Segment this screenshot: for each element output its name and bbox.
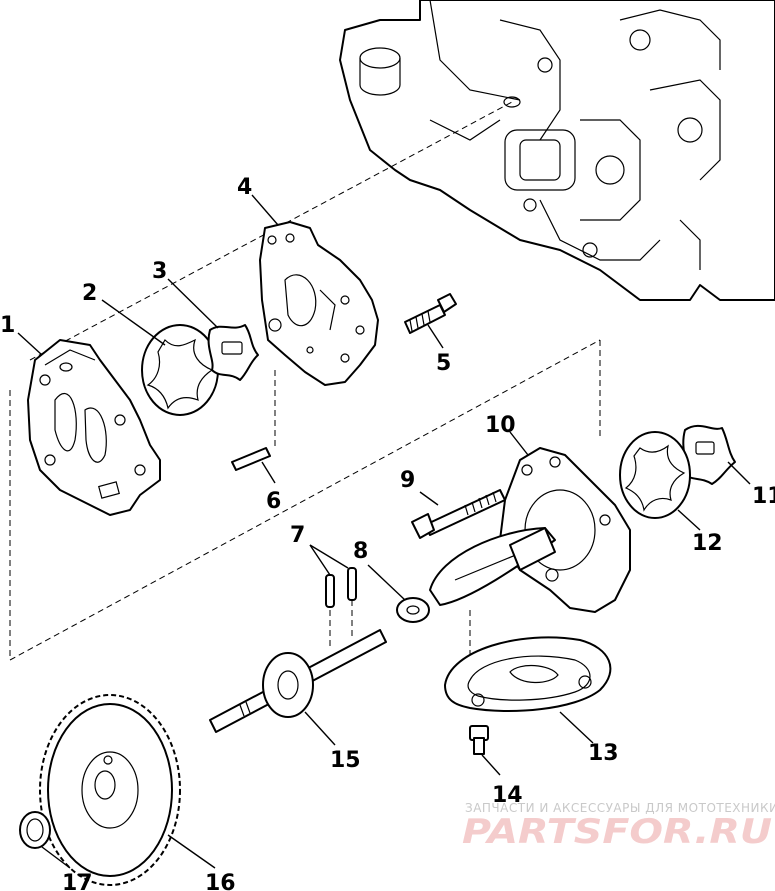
gasket-plate-part-13: [444, 636, 612, 712]
watermark-logo: PARTSFOR.RU: [462, 812, 772, 852]
callout-15: 15: [330, 748, 361, 773]
outer-rotor-part-12: [619, 431, 691, 519]
callout-7: 7: [290, 523, 305, 548]
outer-rotor-part-2: [141, 324, 219, 416]
leader-lines: [17, 194, 751, 869]
bolt-part-5: [404, 293, 457, 334]
watermark-tagline: ЗАПЧАСТИ И АКСЕССУАРЫ ДЛЯ МОТОТЕХНИКИ: [465, 801, 775, 815]
callout-17: 17: [62, 871, 93, 891]
callout-11: 11: [752, 484, 775, 509]
inner-rotor-part-3: [207, 324, 259, 381]
seal-ring-part-17: [19, 811, 51, 849]
callout-6: 6: [266, 489, 281, 514]
callout-14: 14: [492, 783, 523, 808]
callout-5: 5: [436, 351, 451, 376]
inner-rotor-part-11: [682, 425, 736, 485]
pump-cover-part-4: [259, 221, 379, 386]
callout-4: 4: [237, 175, 252, 200]
gear-part-16: [39, 694, 181, 886]
callout-2: 2: [82, 281, 97, 306]
pump-housing-part-10: [429, 447, 631, 613]
callout-1: 1: [0, 313, 15, 338]
callout-3: 3: [152, 259, 167, 284]
engine-crankcase: [339, 0, 775, 301]
callout-12: 12: [692, 531, 723, 556]
callout-9: 9: [400, 468, 415, 493]
callout-13: 13: [588, 741, 619, 766]
callout-labels: 1 2 3 4 5 6 7 8 9 10 11 12 13 14 15 16 1…: [0, 175, 775, 891]
callout-16: 16: [205, 871, 236, 891]
pump-body-part-1: [27, 339, 161, 516]
watermark: ЗАПЧАСТИ И АКСЕССУАРЫ ДЛЯ МОТОТЕХНИКИ PA…: [462, 801, 775, 852]
dowel-pin-part-6: [231, 447, 271, 471]
shaft-part-15: [209, 629, 387, 733]
callout-8: 8: [353, 539, 368, 564]
pins-part-7: [325, 567, 357, 608]
long-bolt-part-9: [411, 489, 506, 539]
washer-part-8: [396, 597, 430, 623]
callout-10: 10: [485, 413, 516, 438]
screw-part-14: [469, 725, 489, 755]
